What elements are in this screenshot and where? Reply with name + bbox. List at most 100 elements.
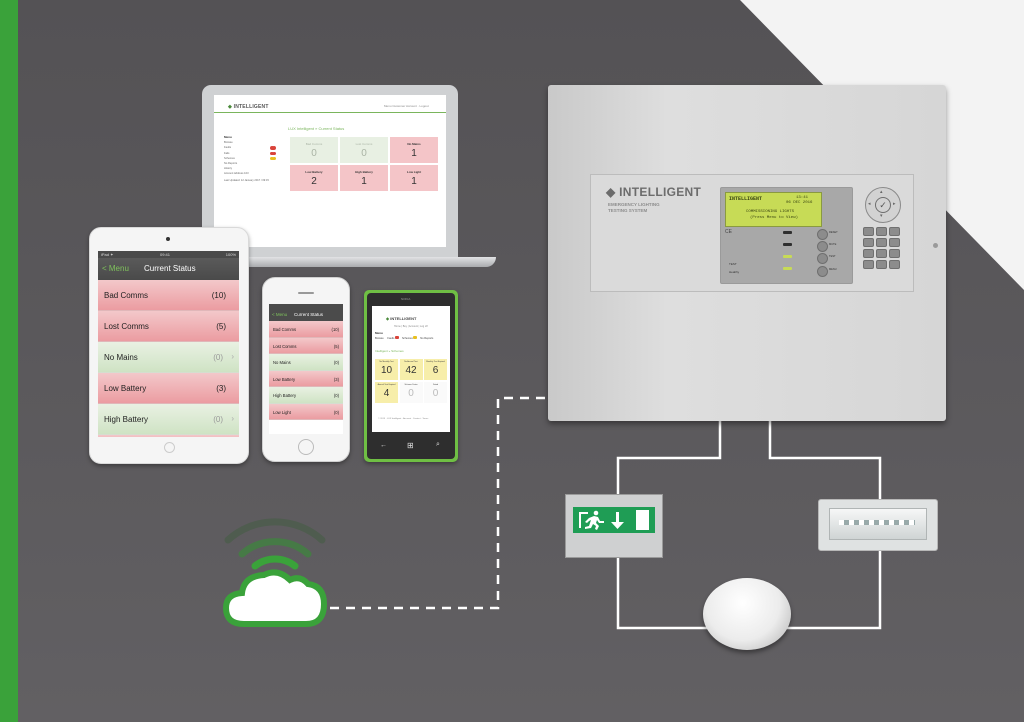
row-label: High Battery	[104, 415, 149, 424]
status-row-bad-comms[interactable]: Bad Comms(10)	[269, 321, 343, 338]
row-count: (3)	[333, 376, 339, 382]
down-arrow-icon	[611, 512, 624, 529]
row-count: (10)	[331, 327, 339, 332]
laptop-sidebar-menu: Menu Browse Faults! Fails! Schemes! No R…	[224, 135, 278, 182]
status-row-lost-comms[interactable]: Lost Comms(5)	[98, 311, 239, 342]
laptop-menu-item[interactable]: Schemes!	[224, 156, 278, 161]
keypad-key[interactable]	[863, 260, 874, 269]
keypad-key[interactable]	[889, 227, 900, 236]
laptop-menu-item[interactable]: Faults!	[224, 145, 278, 150]
laptop-menu-item[interactable]: Account Address 103	[224, 172, 249, 176]
laptop-breadcrumb[interactable]: LUX Intelligent » Current Status	[288, 126, 345, 131]
status-row-bad-comms[interactable]: Bad Comms(10)	[98, 280, 239, 311]
wp-subnav[interactable]: Home | Buy | Account | Log off	[394, 325, 428, 328]
status-row-low-battery[interactable]: Low Battery(3)	[98, 373, 239, 404]
phone-brand-label: NOKIA	[401, 297, 411, 301]
wp-filter-item[interactable]: Schemes	[401, 337, 413, 340]
arrow-up-icon[interactable]: ▴	[880, 189, 883, 195]
reset-button[interactable]	[817, 229, 828, 240]
status-row-high-battery[interactable]: High Battery(0)›	[98, 404, 239, 435]
panel-brand-logo: ◆ INTELLIGENT	[606, 185, 702, 199]
tile-title: Dated	[432, 384, 439, 386]
laptop-menu-item[interactable]: History	[224, 167, 233, 171]
status-row-low-light[interactable]: Low Light(0)	[269, 403, 343, 420]
keypad-key[interactable]	[876, 249, 887, 258]
mute-button[interactable]	[817, 241, 828, 252]
keypad-key[interactable]	[889, 238, 900, 247]
keypad-key[interactable]	[863, 238, 874, 247]
navigation-dial[interactable]: ✓ ▴ ▾ ◂ ▸	[865, 187, 901, 223]
back-arrow-icon[interactable]: ←	[380, 442, 387, 449]
led-label: Healthy	[729, 270, 740, 274]
status-tile-low-light[interactable]: Low Light 1	[390, 165, 438, 191]
menu-button[interactable]	[817, 266, 828, 277]
keypad-key[interactable]	[863, 227, 874, 236]
keypad-key[interactable]	[889, 260, 900, 269]
row-count: (5)	[333, 343, 339, 349]
tile-value: 0	[408, 388, 414, 400]
keypad-key[interactable]	[876, 260, 887, 269]
laptop-menu-item[interactable]: No Reports	[224, 161, 238, 165]
row-count: (5)	[216, 322, 226, 331]
numeric-keypad	[863, 227, 903, 279]
tablet-home-button[interactable]	[164, 442, 175, 453]
tile-title: Bad Comms	[305, 142, 323, 146]
test-button[interactable]	[817, 253, 828, 264]
lcd-brand: INTELLIGENT	[729, 196, 763, 202]
row-label: Bad Comms	[104, 291, 149, 300]
keypad-key[interactable]	[876, 227, 887, 236]
windows-start-icon[interactable]: ⊞	[407, 441, 414, 450]
status-row-no-mains[interactable]: No Mains(0)	[269, 354, 343, 371]
arrow-left-icon[interactable]: ◂	[868, 201, 871, 207]
status-row-lost-comms[interactable]: Lost Comms(5)	[269, 337, 343, 354]
status-row-low-battery[interactable]: Low Battery(3)	[269, 370, 343, 387]
laptop-brand-logo: ◆ INTELLIGENT	[228, 104, 269, 110]
keypad-key[interactable]	[863, 249, 874, 258]
ok-check-icon[interactable]: ✓	[875, 197, 891, 213]
row-count: (0)	[333, 360, 339, 365]
arrow-right-icon[interactable]: ▸	[893, 201, 896, 207]
arrow-down-icon[interactable]: ▾	[880, 213, 883, 219]
tile-title: No Annual Test	[404, 361, 418, 363]
laptop-menu-item[interactable]: Browse	[224, 141, 233, 145]
wp-breadcrumb[interactable]: Intelligent » Schemes	[375, 349, 404, 353]
tile-value: 1	[361, 176, 367, 187]
alert-badge: !	[270, 146, 276, 150]
tile-value: 1	[411, 176, 417, 187]
status-row-high-battery[interactable]: High Battery(0)	[269, 387, 343, 404]
wp-filter-item[interactable]: Faults	[387, 337, 395, 340]
back-button[interactable]: < Menu	[272, 312, 288, 317]
wp-filter-item[interactable]: Browse	[375, 337, 384, 340]
laptop-last-updated: Last Updated: 12 January 2017 / 09:15	[224, 178, 269, 182]
keypad-key[interactable]	[876, 238, 887, 247]
tile-title: Lost Comms	[355, 142, 373, 146]
windows-phone: NOKIA ◆ INTELLIGENT Home | Buy | Account…	[364, 290, 458, 462]
tile-title: Low Light	[406, 170, 422, 174]
back-button[interactable]: < Menu	[102, 264, 129, 273]
alert-badge: !	[270, 151, 276, 155]
status-row-no-mains[interactable]: No Mains(0)›	[98, 342, 239, 373]
phone-home-button[interactable]	[298, 439, 314, 455]
keypad-key[interactable]	[889, 249, 900, 258]
status-led	[783, 243, 792, 246]
tablet-nav-bar: < Menu Current Status	[98, 258, 239, 280]
tile-title: Low Battery	[305, 170, 323, 174]
wp-filter-item[interactable]: No Reports	[420, 337, 434, 340]
lcd-time: 13:41	[796, 196, 809, 200]
laptop-top-nav[interactable]: Menu Customer Account · Logout	[384, 104, 429, 108]
laptop-menu-item[interactable]: Fails!	[224, 151, 278, 156]
button-label: TEST	[829, 255, 836, 258]
search-icon[interactable]: ⌕	[436, 441, 440, 448]
